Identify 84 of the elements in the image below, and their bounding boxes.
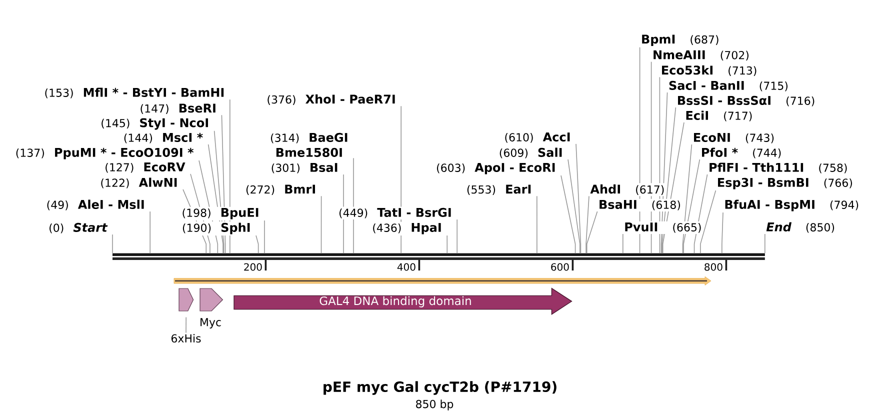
orf-bar: [174, 276, 712, 286]
leader-line: [208, 144, 224, 254]
leader-line: [560, 175, 576, 254]
enzyme-label: (449) TatI - BsrGI: [339, 208, 451, 218]
tick-label: 200: [244, 263, 262, 271]
leader-line: [400, 106, 402, 254]
enzyme-label: NmeAIII (702): [654, 50, 748, 61]
enzyme-label: (145) StyI - NcoI: [102, 118, 208, 130]
enzyme-label: AhdI (617): [590, 184, 664, 195]
leader-line: [764, 234, 766, 254]
leader-line: [650, 61, 652, 254]
leader-line: [586, 211, 598, 254]
leader-line: [700, 190, 716, 254]
leader-line: [343, 174, 344, 254]
enzyme-label: (272) BmrI: [246, 184, 315, 195]
enzyme-label: (122) AlwNI: [101, 178, 177, 188]
enzyme-label: (137) PpuMI * - EcoO109I *: [16, 148, 194, 160]
enzyme-label: BfuAI - BspMI (794): [725, 200, 858, 212]
enzyme-label: (190) SphI: [182, 222, 250, 234]
enzyme-label: (147) BseRI: [140, 104, 216, 114]
leader-line: [586, 196, 590, 254]
leader-line: [659, 76, 660, 254]
enzyme-label: BssSI - BssSαI (716): [678, 96, 814, 106]
enzyme-label: (153) MflI * - BstYI - BamHI: [45, 88, 224, 98]
leader-line: [662, 122, 684, 254]
feature-block: [178, 288, 194, 312]
enzyme-label: Eco53kI (713): [662, 65, 756, 76]
feature-block: GAL4 DNA binding domain: [234, 288, 572, 315]
map-title: pEF myc Gal cycT2b (P#1719): [324, 381, 556, 395]
enzyme-label: (436) HpaI: [373, 223, 441, 234]
sequence-line: [112, 253, 765, 260]
enzyme-label: PfoI * (744): [702, 148, 781, 158]
enzyme-label: (314) BaeGI Bme1580I: [270, 132, 348, 157]
leader-line: [186, 316, 187, 334]
enzyme-label: BpmI (687): [642, 34, 718, 46]
enzyme-label: SacI - BanII (715): [669, 80, 788, 92]
leader-line: [694, 174, 708, 254]
enzyme-label: Esp3I - BsmBI (766): [718, 178, 852, 190]
leader-line: [722, 212, 724, 254]
enzyme-label: EciI (717): [686, 110, 752, 122]
leader-line: [446, 235, 448, 254]
enzyme-label: (0) Start: [50, 222, 108, 234]
leader-line: [576, 144, 582, 254]
feature-label: Myc: [200, 318, 221, 328]
size-label: 850 bp: [416, 400, 454, 410]
leader-line: [112, 234, 113, 254]
enzyme-label: (603) ApoI - EcoRI: [436, 163, 555, 174]
enzyme-label: (376) XhoI - PaeR7I: [268, 94, 395, 105]
leader-line: [190, 174, 210, 254]
enzyme-label: (301) BsaI: [272, 163, 338, 174]
leader-line: [353, 158, 354, 254]
leader-line: [182, 189, 207, 254]
feature-label: 6xHis: [172, 334, 201, 343]
enzyme-label: PvuII (665): [625, 222, 701, 233]
leader-line: [622, 234, 624, 254]
leader-line: [639, 46, 640, 254]
leader-line: [660, 92, 668, 254]
leader-line: [682, 144, 692, 254]
enzyme-label: (198) BpuEI: [182, 208, 258, 220]
enzyme-label: (49) AleI - MslI: [47, 200, 144, 210]
leader-line: [198, 160, 218, 254]
leader-line: [150, 211, 151, 254]
enzyme-label: (144) MscI *: [124, 132, 203, 144]
leader-line: [683, 159, 700, 254]
tick-label: 600: [551, 263, 569, 271]
tick-label: 800: [704, 263, 722, 271]
enzyme-label: (610) AccI: [505, 132, 570, 143]
leader-line: [256, 235, 259, 254]
leader-line: [456, 219, 458, 254]
enzyme-label: End (850): [766, 222, 834, 233]
enzyme-label: EcoNI (743): [694, 133, 774, 144]
leader-line: [264, 220, 265, 254]
leader-line: [214, 130, 224, 254]
leader-line: [662, 107, 676, 254]
leader-line: [536, 196, 538, 254]
enzyme-label: PflFI - Tth111I (758): [710, 162, 847, 174]
enzyme-label: (609) SalI: [500, 148, 562, 158]
enzyme-label: (553) EarI: [467, 184, 531, 195]
leader-line: [320, 196, 322, 254]
leader-line: [221, 114, 226, 254]
enzyme-label: BsaHI (618): [600, 200, 680, 210]
enzyme-label: (127) EcoRV: [106, 162, 186, 173]
tick-label: 400: [397, 263, 416, 271]
leader-line: [568, 159, 580, 254]
